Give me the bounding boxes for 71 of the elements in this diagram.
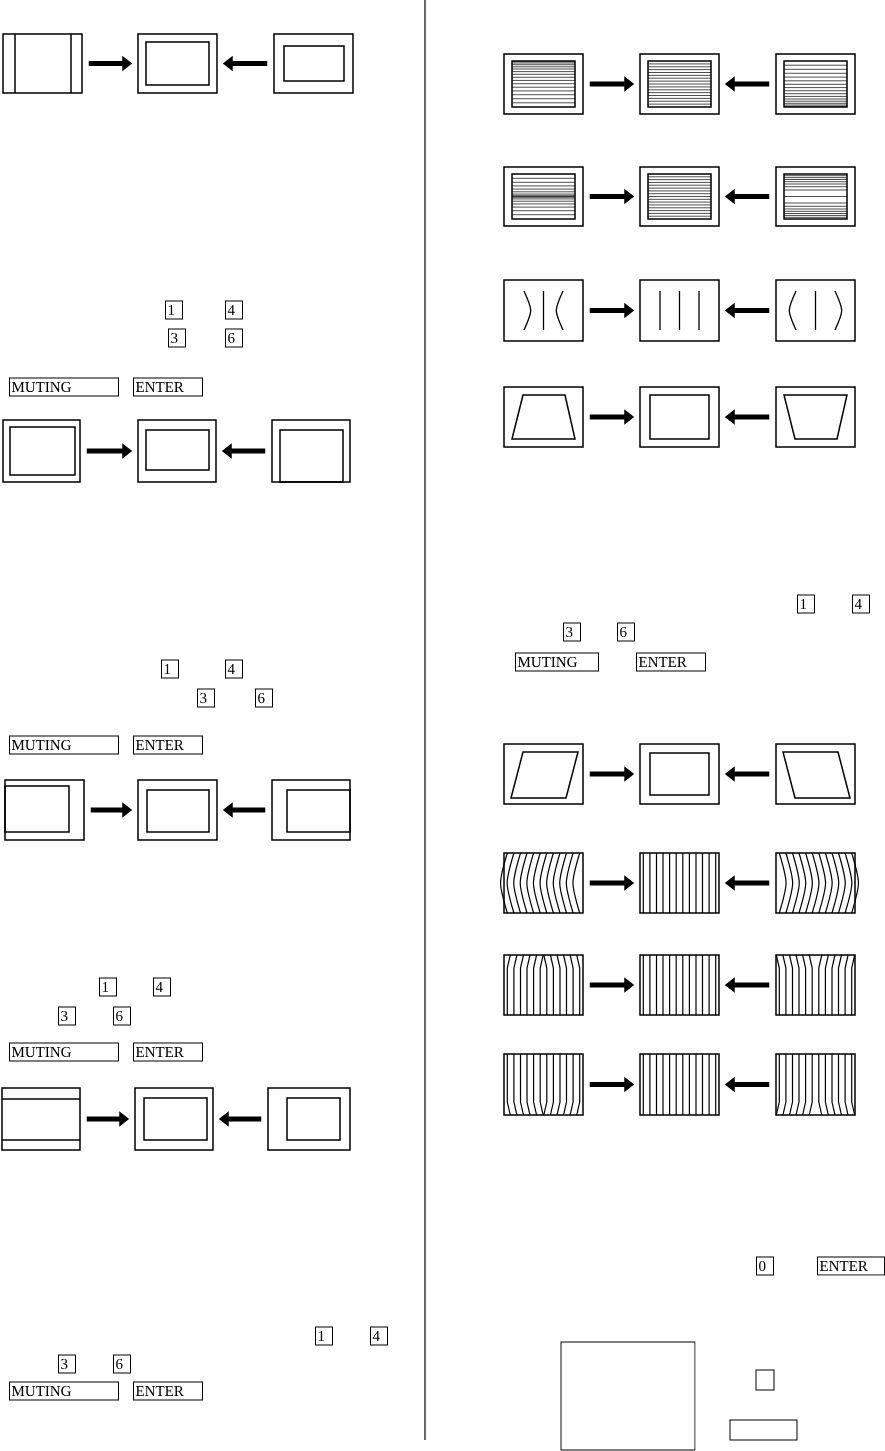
screen-drawing [2, 419, 81, 483]
screen-drawing [775, 852, 860, 914]
screen-drawing [639, 279, 720, 342]
screen-drawing [775, 386, 856, 448]
keycap: 4 [370, 1326, 388, 1346]
keycap: 3 [197, 688, 215, 708]
screen-drawing [503, 954, 584, 1016]
screen-drawing [2, 33, 83, 94]
keycap: 4 [153, 977, 171, 997]
screen-drawing [273, 33, 354, 94]
keycap: 6 [113, 1354, 131, 1374]
keycap: 3 [168, 328, 186, 348]
screen-drawing [775, 743, 856, 805]
screen-drawing [775, 166, 856, 227]
keycap: MUTING [9, 377, 119, 397]
keycap: ENTER [133, 1381, 203, 1401]
screen-drawing [499, 852, 584, 914]
screen-drawing [271, 419, 351, 483]
keycap: 0 [756, 1256, 774, 1276]
screen-drawing [775, 1053, 856, 1116]
screen-drawing [639, 743, 720, 805]
keycap: ENTER [133, 735, 203, 755]
keycap: 4 [225, 300, 243, 320]
keycap: 6 [225, 328, 243, 348]
screen-drawing [271, 779, 351, 841]
empty-keycap [755, 1369, 775, 1391]
screen-drawing [775, 954, 856, 1016]
keycap: 1 [99, 977, 117, 997]
keycap: MUTING [9, 735, 119, 755]
keycap: 1 [797, 594, 815, 614]
screen-drawing [639, 954, 720, 1016]
screen-drawing [639, 166, 720, 227]
keycap: 3 [58, 1006, 76, 1026]
screen-drawing [137, 33, 218, 94]
empty-keycap [729, 1419, 798, 1441]
keycap: 6 [113, 1006, 131, 1026]
screen-drawing [503, 166, 584, 227]
blank-box [560, 1341, 696, 1451]
keycap: 1 [161, 659, 179, 679]
keycap: MUTING [515, 652, 599, 672]
screen-drawing [503, 1053, 584, 1116]
keycap: MUTING [9, 1381, 119, 1401]
keycap: 4 [225, 659, 243, 679]
keycap: 6 [255, 688, 273, 708]
keycap: ENTER [636, 652, 706, 672]
keycap: 3 [58, 1354, 76, 1374]
screen-drawing [137, 419, 217, 483]
keycap: ENTER [817, 1256, 885, 1276]
keycap: 1 [165, 300, 183, 320]
screen-drawing [775, 279, 856, 342]
screen-drawing [639, 53, 720, 115]
screen-drawing [503, 53, 584, 115]
keycap: ENTER [133, 1042, 203, 1062]
keycap: MUTING [9, 1042, 119, 1062]
screen-drawing [639, 1053, 720, 1116]
keycap: ENTER [133, 377, 203, 397]
screen-drawing [503, 279, 584, 342]
keycap: 3 [563, 622, 581, 642]
screen-drawing [134, 1087, 214, 1151]
keycap: 6 [617, 622, 635, 642]
screen-drawing [639, 852, 720, 914]
keycap: 1 [315, 1326, 333, 1346]
screen-drawing [267, 1087, 351, 1151]
keycap: 4 [852, 594, 870, 614]
screen-drawing [1, 1087, 81, 1151]
screen-drawing [503, 386, 584, 448]
screen-drawing [503, 743, 584, 805]
screen-drawing [137, 779, 218, 841]
screen-drawing [4, 779, 85, 841]
screen-drawing [775, 53, 856, 115]
screen-drawing [639, 386, 720, 448]
